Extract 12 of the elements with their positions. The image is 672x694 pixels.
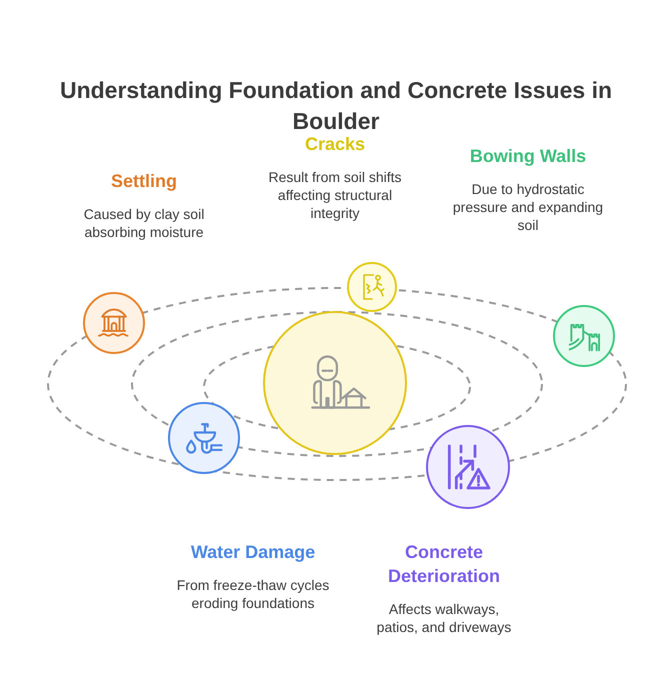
issue-description: Affects walkways, patios, and driveways bbox=[376, 600, 512, 636]
issue-description: Due to hydrostatic pressure and expanding soil bbox=[452, 180, 604, 234]
issue-description: Caused by clay soil absorbing moisture bbox=[82, 205, 206, 241]
issue-heading: Water Damage bbox=[190, 541, 316, 564]
issue-heading: Bowing Walls bbox=[470, 145, 586, 168]
issue-heading: Concrete Deterioration bbox=[386, 541, 502, 588]
issue-description: Result from soil shifts affecting structural integrity bbox=[267, 168, 403, 222]
issue-description: From freeze-thaw cycles eroding foundations bbox=[176, 576, 330, 612]
icon-circle bbox=[347, 262, 397, 312]
issue-heading: Settling bbox=[111, 170, 177, 193]
issue-heading: Cracks bbox=[304, 133, 366, 156]
title: Understanding Foundation and Concrete Issues in Boulder bbox=[58, 76, 614, 136]
